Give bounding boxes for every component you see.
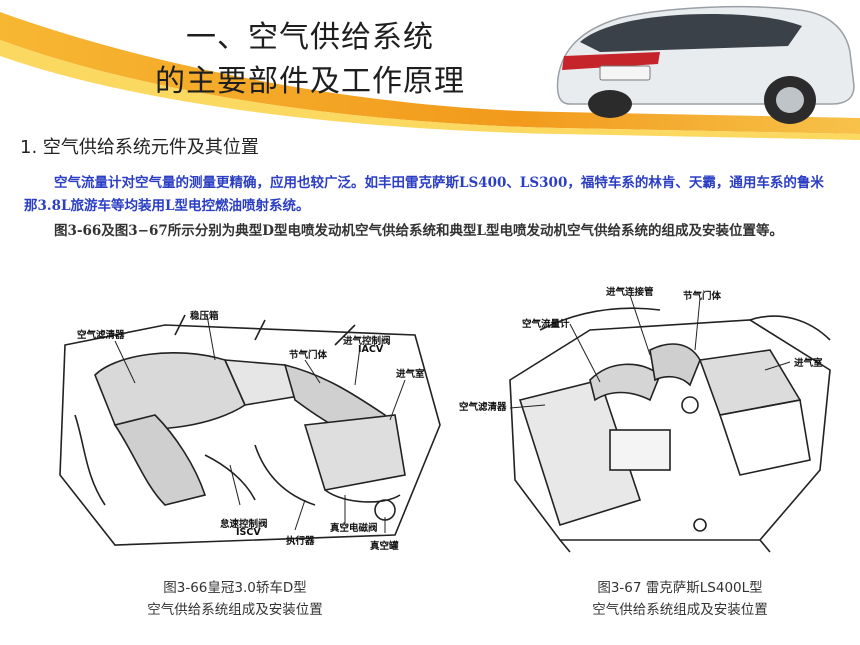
label-air-filter-left: 空气滤清器 — [77, 330, 125, 341]
figure-3-67-caption-line1: 图3-67 雷克萨斯LS400L型 — [597, 580, 763, 596]
label-iacv-en: IACV — [358, 344, 384, 355]
label-vsv: 真空电磁阀 — [330, 523, 378, 534]
label-air-filter-right: 空气滤清器 — [459, 402, 507, 413]
label-actuator: 执行器 — [286, 536, 315, 547]
label-intake-chamber-left: 进气室 — [396, 369, 425, 380]
figure-3-67-caption-line2: 空气供给系统组成及安装位置 — [592, 602, 768, 618]
paragraph-figure-intro: 图3-66及图3−67所示分别为典型D型电喷发动机空气供给系统和典型L型电喷发动… — [54, 223, 783, 239]
car-image — [556, 5, 855, 124]
figure-3-67-diagram — [509, 294, 831, 553]
paragraph-airflow-meter: 空气流量计对空气量的测量更精确，应用也较广泛。如丰田雷克萨斯LS400、LS30… — [24, 175, 824, 214]
label-surge-tank: 稳压箱 — [190, 311, 219, 322]
label-throttle-right: 节气门体 — [683, 291, 722, 302]
header-banner — [0, 12, 860, 140]
label-iscv-en: ISCV — [236, 527, 261, 538]
figure-3-66-caption: 图3-66皇冠3.0轿车D型 空气供给系统组成及安装位置 — [105, 577, 365, 621]
label-iacv: 进气控制阀 — [343, 336, 391, 347]
label-intake-pipe: 进气连接管 — [606, 287, 654, 298]
label-throttle-left: 节气门体 — [289, 350, 328, 361]
figure-3-67-caption: 图3-67 雷克萨斯LS400L型 空气供给系统组成及安装位置 — [555, 577, 805, 621]
section-heading: 1. 空气供给系统元件及其位置 — [20, 137, 259, 158]
figure-3-66-caption-line2: 空气供给系统组成及安装位置 — [147, 602, 323, 618]
page-title-line1: 一、空气供给系统 — [186, 20, 434, 55]
figure-3-66-caption-line1: 图3-66皇冠3.0轿车D型 — [163, 580, 307, 596]
label-airflow-meter: 空气流量计 — [522, 319, 570, 330]
page-title-line2: 的主要部件及工作原理 — [155, 64, 465, 99]
label-intake-chamber-right: 进气室 — [794, 358, 823, 369]
label-iscv: 怠速控制阀 — [220, 519, 268, 530]
figure-3-66-diagram — [59, 314, 441, 546]
label-vacuum-tank: 真空罐 — [370, 541, 399, 552]
